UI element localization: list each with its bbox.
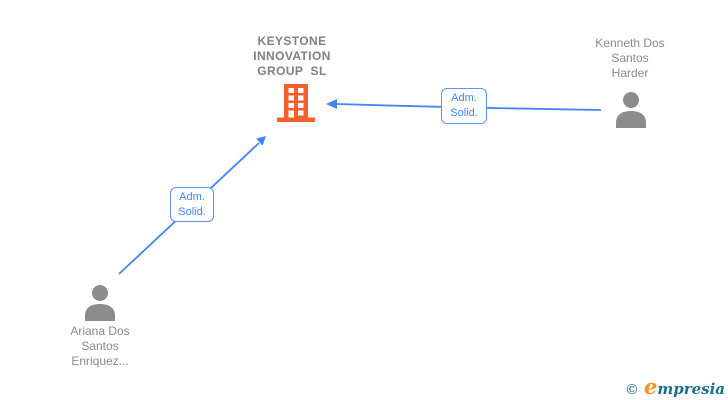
person-icon (85, 285, 115, 321)
company-name[interactable]: KEYSTONE INNOVATION GROUP SL (212, 34, 372, 79)
edge-label-line-1: Adm. (179, 190, 205, 203)
person-node-kenneth[interactable] (611, 89, 651, 129)
person-name-kenneth-line-3: Harder (611, 66, 649, 80)
person-name-ariana-line-3: Enriquez... (71, 354, 129, 368)
copyright-icon: © (624, 382, 639, 398)
company-name-line-2: INNOVATION (253, 49, 331, 63)
edge-label-line-2: Solid. (178, 205, 206, 218)
person-name-kenneth[interactable]: Kenneth Dos Santos Harder (570, 36, 690, 81)
person-name-kenneth-line-1: Kenneth Dos (595, 36, 665, 50)
person-name-ariana-line-1: Ariana Dos (70, 324, 130, 338)
empresia-logo-text: mpresia (657, 380, 725, 398)
person-icon (616, 92, 646, 128)
company-node[interactable] (274, 84, 318, 124)
company-name-line-3: GROUP SL (257, 64, 327, 78)
person-name-kenneth-line-2: Santos (611, 51, 649, 65)
person-name-ariana[interactable]: Ariana Dos Santos Enriquez... (40, 324, 160, 369)
person-name-ariana-line-2: Santos (81, 339, 119, 353)
empresia-logo-initial: e (643, 374, 658, 399)
edge-label-line-2: Solid. (450, 107, 478, 119)
empresia-logo[interactable]: © e mpresia (624, 374, 725, 399)
edge-label-kenneth-adm-solid[interactable]: Adm. Solid. (441, 88, 487, 124)
person-node-ariana[interactable] (80, 282, 120, 322)
edge-label-ariana-adm-solid[interactable]: Adm. Solid. (170, 187, 214, 222)
company-name-line-1: KEYSTONE (257, 34, 327, 48)
building-icon (277, 84, 315, 122)
edge-label-line-1: Adm. (451, 92, 477, 104)
